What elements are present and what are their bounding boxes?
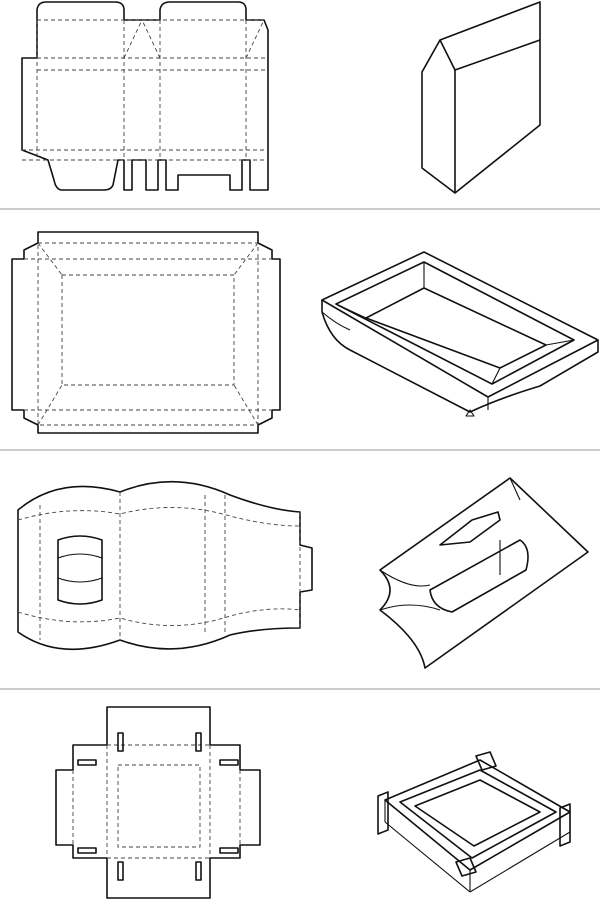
dieline-tray <box>11 231 281 434</box>
3d-tray <box>321 251 599 417</box>
3d-pillow-box <box>379 477 589 669</box>
3d-slotted-tray <box>377 751 571 893</box>
dieline-slotted-tray <box>55 706 261 899</box>
dieline-pillow-box <box>17 480 313 651</box>
dieline-gable-box <box>21 1 269 191</box>
3d-gable-box <box>421 1 541 194</box>
